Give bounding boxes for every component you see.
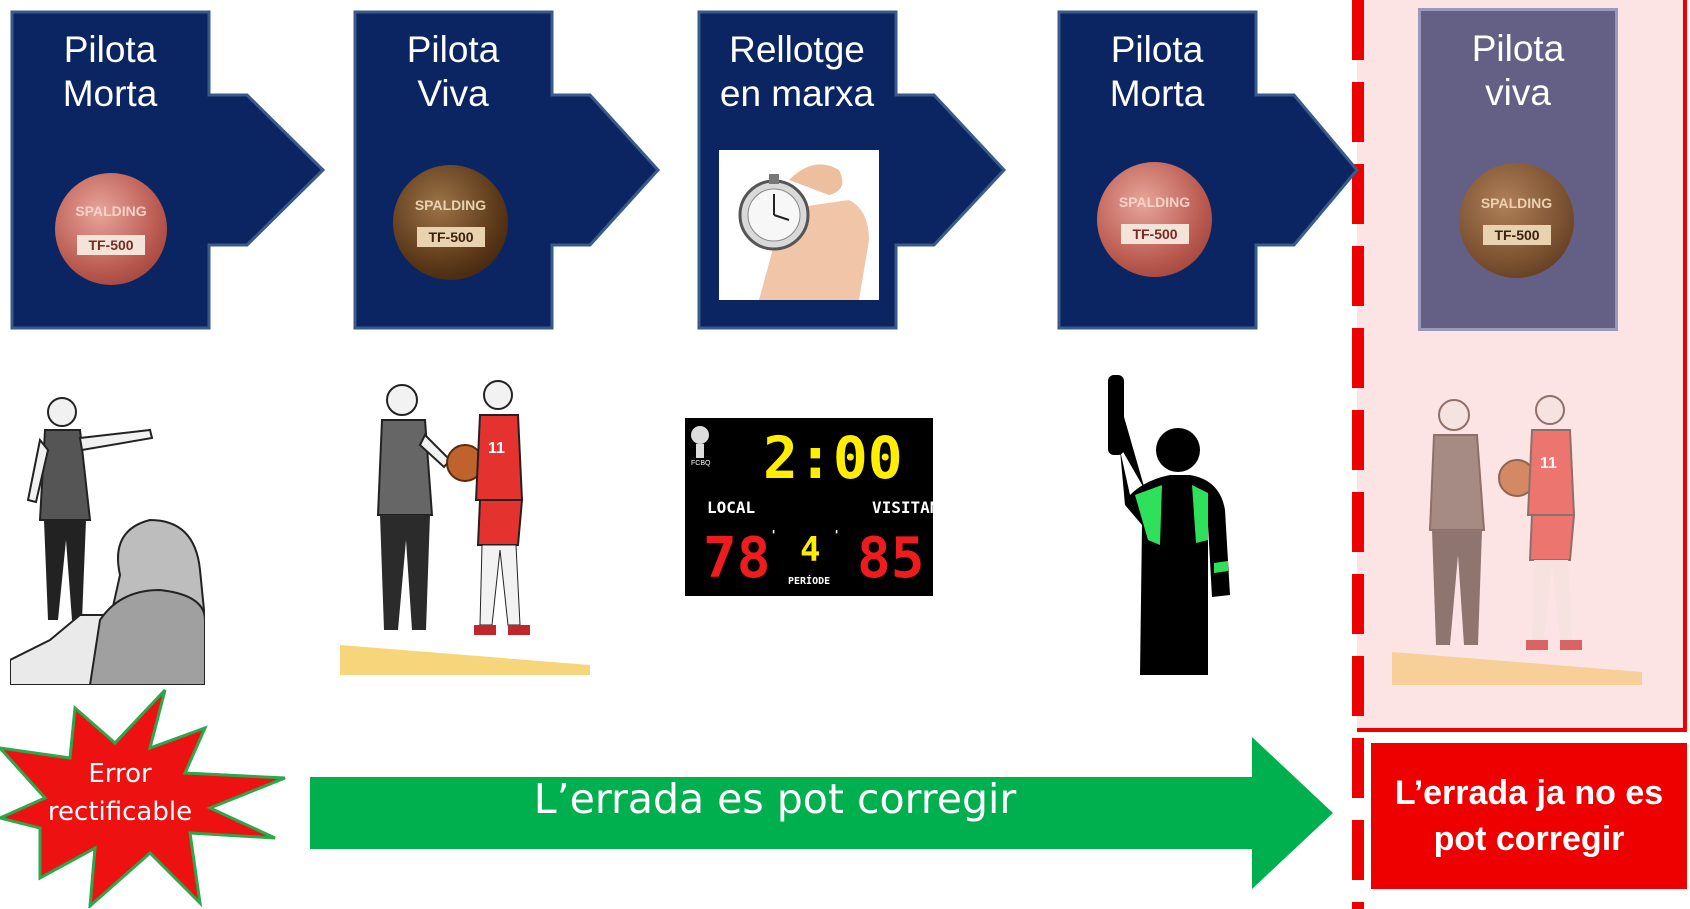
step-label: Pilota Morta [62,29,158,114]
stopwatch-hand-icon [719,150,879,300]
jersey-number: 11 [1540,455,1557,472]
step-rellotge-en-marxa: Rellotge en marxa [697,10,1057,330]
referee-handing-ball-faded-illustration: 11 [1392,395,1642,685]
home-score: 78 [703,526,771,591]
ball-model: TF-500 [77,235,145,255]
home-label: LOCAL [707,498,756,517]
step-pilota-viva: Pilota Viva SPALDING TF-500 [353,10,713,330]
separator-dot: ' [770,528,778,542]
referee-pointing-illustration [10,397,205,685]
ball-brand: SPALDING [75,203,147,219]
fcbq-logo-text: FCBQ [691,460,711,467]
correctable-label: L’errada es pot corregir [533,775,1017,823]
jersey-number: 11 [488,440,505,457]
away-label: VISITANT [872,498,950,517]
step-label: Pilota Viva [406,29,500,114]
referee-handing-ball-illustration: 11 [340,380,590,675]
ball-model: TF-500 [1483,225,1551,245]
period-value: 4 [800,530,821,570]
not-correctable-label: L’errada ja no es pot corregir [1371,743,1687,889]
boundary-dashed-line [1352,0,1364,909]
away-score: 85 [857,526,925,591]
basketball-icon: SPALDING TF-500 [55,173,167,285]
step-pilota-morta-1: Pilota Morta SPALDING TF-500 [10,10,370,330]
ball-brand: SPALDING [1118,194,1191,210]
step-label: Pilota viva [1471,28,1565,113]
ball-model: TF-500 [417,227,485,247]
step-pilota-viva-faded: Pilota viva SPALDING TF-500 [1418,8,1618,331]
error-rectificable-label: Error rectificable [47,759,193,827]
step-pilota-morta-2: Pilota Morta SPALDING TF-500 [1057,10,1417,330]
separator-dot: ' [833,528,841,542]
period-label: PERÍODE [788,576,831,587]
error-starburst [0,688,286,908]
ball-brand: SPALDING [414,197,487,213]
ball-model: TF-500 [1121,224,1189,244]
step-label: Rellotge en marxa [719,29,875,114]
game-clock: 2:00 [763,424,903,492]
fcbq-logo-icon: FCBQ [691,426,713,467]
step-label: Pilota Morta [1109,29,1205,114]
correctable-green-arrow [310,737,1333,889]
ball-brand: SPALDING [1480,195,1553,211]
referee-raised-arm-silhouette [1108,375,1230,675]
basketball-icon: SPALDING TF-500 [1459,163,1574,278]
basketball-icon: SPALDING TF-500 [1097,162,1212,277]
scoreboard: FCBQ 2:00 LOCAL VISITANT 78 ' 4 ' PERÍOD… [685,418,949,596]
basketball-icon: SPALDING TF-500 [393,165,508,280]
